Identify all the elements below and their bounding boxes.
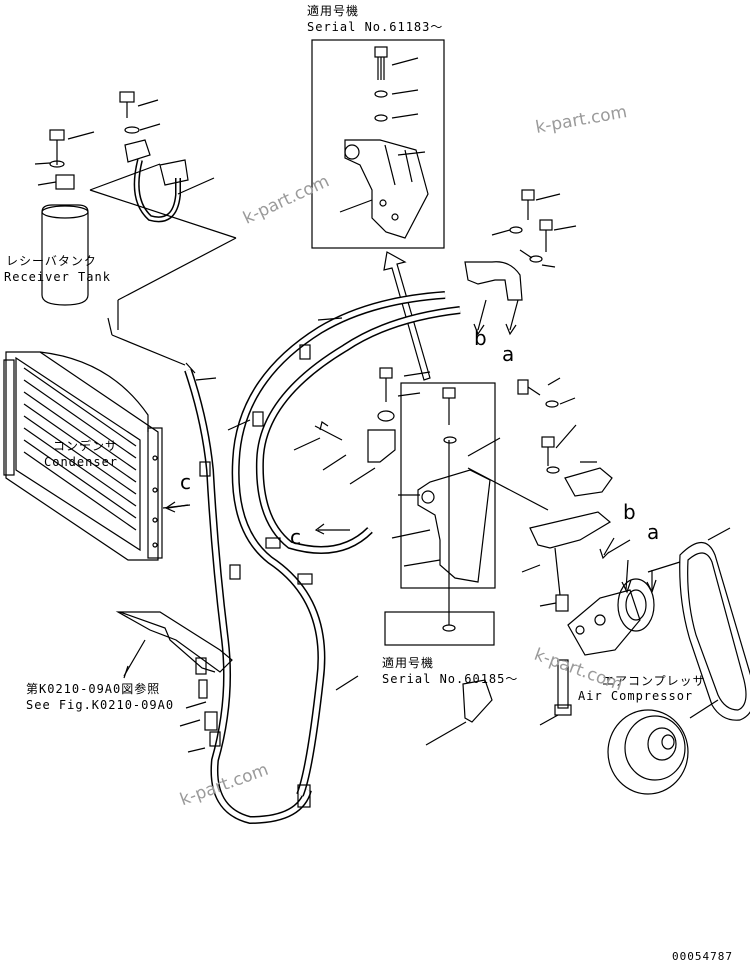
compressor-label: Air Compressor [578, 689, 694, 703]
pointer-arrow [383, 251, 431, 381]
serial-mid-jp: 適用号機 [382, 656, 435, 670]
bolt-icon [379, 367, 555, 466]
air-compressor [567, 578, 655, 656]
condenser-label-jp: コンデンサ [53, 439, 119, 453]
receiver-hose [119, 91, 189, 223]
compressor-label-jp: エアコンプレッサ [602, 674, 706, 688]
receiver-tank [41, 129, 89, 306]
evaporator-unit [115, 611, 233, 747]
spacer-plate [462, 679, 493, 723]
v-belt [679, 541, 750, 721]
callout-a-compressor: a [647, 520, 660, 544]
condenser [3, 351, 163, 561]
serial-top-jp: 適用号機 [307, 4, 360, 18]
receiver-tank-label: Receiver Tank [4, 270, 111, 284]
bolt-icon [521, 189, 553, 252]
serial-mid: Serial No.60185～ [382, 672, 519, 686]
callout-c-condenser: c [180, 470, 191, 494]
condenser-label: Condenser [44, 455, 119, 469]
refrigerant-hose [184, 291, 461, 825]
see-fig-label-jp: 第K0210-09A0図参照 [26, 682, 161, 696]
inset-box-small [384, 611, 495, 646]
callout-a-top: a [502, 342, 515, 366]
callout-c-hose: c [290, 525, 301, 549]
figure-number: 00054787 [672, 950, 733, 963]
pulley [607, 709, 689, 795]
see-fig-label: See Fig.K0210-09A0 [26, 698, 175, 712]
washer-icon [374, 90, 388, 98]
serial-top: Serial No.61183～ [307, 20, 444, 34]
inset-box-top [311, 39, 445, 249]
bolt-icon [374, 46, 388, 80]
bracket-mid [417, 469, 491, 583]
callout-b-compressor: b [623, 500, 636, 524]
inset-box-mid [400, 382, 496, 589]
washer-icon [374, 114, 388, 122]
compressor-bracket [529, 511, 612, 549]
hose-fitting [464, 261, 523, 301]
bracket-top [344, 139, 429, 239]
callout-b-top: b [474, 326, 487, 350]
receiver-tank-label-jp: レシーバタンク [6, 254, 97, 268]
